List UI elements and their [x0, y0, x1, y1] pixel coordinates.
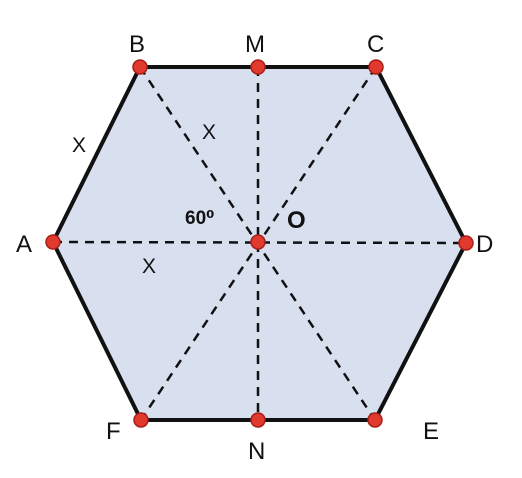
label-N: N: [248, 438, 265, 465]
label-angle: 60⁰: [185, 208, 214, 229]
point-A: [45, 234, 61, 250]
point-C: [368, 59, 384, 75]
label-A: A: [16, 231, 32, 258]
point-B: [132, 59, 148, 75]
label-E: E: [423, 418, 439, 445]
segment-AD: [52, 240, 467, 245]
label-D: D: [476, 231, 493, 258]
point-E: [367, 412, 383, 428]
label-segment-BO: X: [202, 121, 216, 144]
label-O: O: [287, 207, 306, 234]
point-O: [250, 234, 266, 250]
point-M: [250, 59, 266, 75]
label-M: M: [245, 31, 265, 58]
label-side-AB: X: [72, 134, 86, 157]
label-B: B: [129, 31, 145, 58]
point-D: [458, 235, 474, 251]
label-C: C: [367, 31, 384, 58]
label-F: F: [106, 418, 121, 445]
label-segment-AO: X: [142, 255, 156, 278]
point-N: [250, 412, 266, 428]
point-F: [133, 412, 149, 428]
